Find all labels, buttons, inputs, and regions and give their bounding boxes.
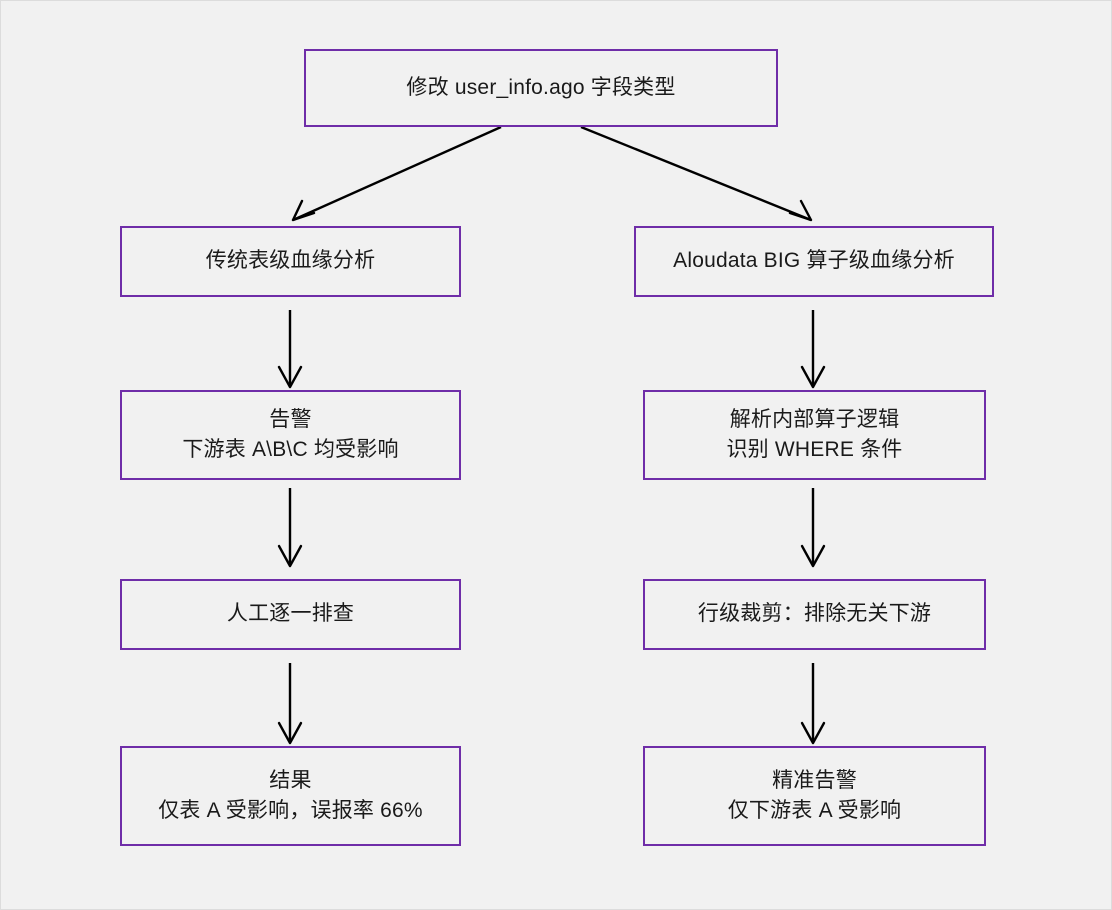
node-left-2-line-2: 下游表 A\B\C 均受影响: [182, 438, 399, 461]
edge-left-1-to-left-2: [277, 310, 303, 389]
edge-right-3-to-right-4: [800, 663, 826, 745]
node-left-3-line-1: 人工逐一排查: [226, 602, 355, 626]
edge-root-to-left-1: [291, 125, 502, 222]
edge-right-1-to-right-2: [800, 310, 826, 389]
node-right-2-line-1: 解析内部算子逻辑: [729, 407, 900, 431]
node-root[interactable]: 修改 user_info.ago 字段类型: [304, 49, 778, 127]
node-right-3-line-1: 行级裁剪：排除无关下游: [697, 602, 932, 626]
edge-root-to-right-1: [580, 125, 813, 222]
node-left-1[interactable]: 传统表级血缘分析: [120, 226, 461, 297]
edge-right-2-to-right-3: [800, 488, 826, 568]
node-left-4-line-1: 结果: [269, 768, 312, 792]
node-root-line-1: 修改 user_info.ago 字段类型: [406, 75, 676, 99]
node-right-3[interactable]: 行级裁剪：排除无关下游: [643, 579, 986, 650]
node-right-4[interactable]: 精准告警 仅下游表 A 受影响: [643, 746, 986, 846]
node-right-2-line-2: 识别 WHERE 条件: [726, 438, 903, 461]
node-right-2[interactable]: 解析内部算子逻辑 识别 WHERE 条件: [643, 390, 986, 480]
node-left-4-line-2: 仅表 A 受影响，误报率 66%: [158, 799, 423, 822]
node-left-2-line-1: 告警: [269, 407, 312, 431]
node-left-1-line-1: 传统表级血缘分析: [205, 249, 376, 273]
node-right-4-line-2: 仅下游表 A 受影响: [727, 799, 902, 822]
node-right-1[interactable]: Aloudata BIG 算子级血缘分析: [634, 226, 994, 297]
edge-left-3-to-left-4: [277, 663, 303, 745]
node-right-1-line-1: Aloudata BIG 算子级血缘分析: [673, 249, 955, 273]
edge-left-2-to-left-3: [277, 488, 303, 568]
node-left-3[interactable]: 人工逐一排查: [120, 579, 461, 650]
node-left-2[interactable]: 告警 下游表 A\B\C 均受影响: [120, 390, 461, 480]
node-right-4-line-1: 精准告警: [772, 768, 857, 792]
node-left-4[interactable]: 结果 仅表 A 受影响，误报率 66%: [120, 746, 461, 846]
